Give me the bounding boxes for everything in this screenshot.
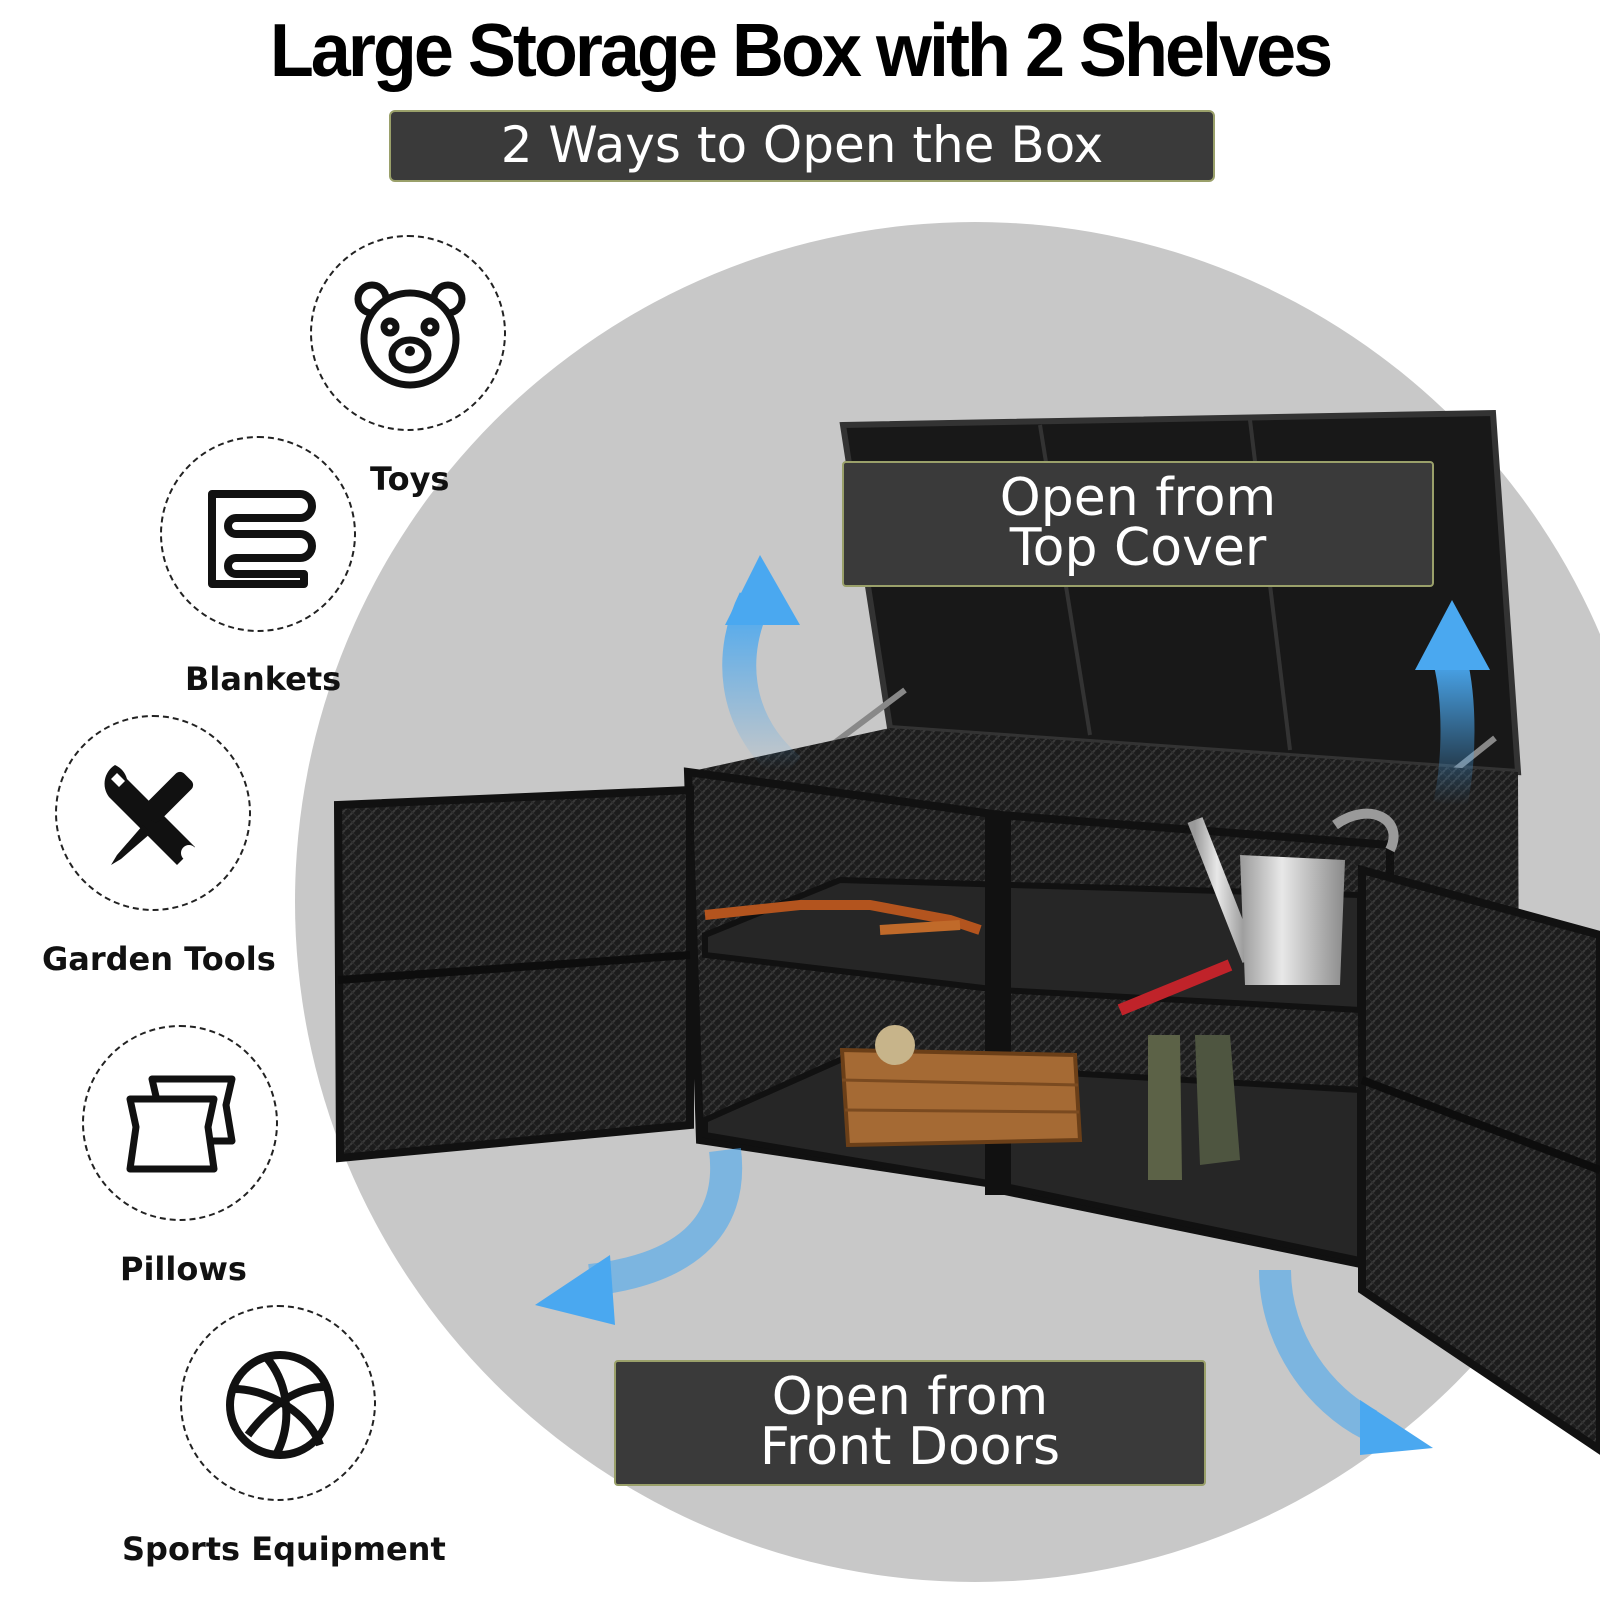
blankets-icon-circle: [160, 436, 356, 632]
ball-icon: [226, 1351, 334, 1459]
folded-blanket-icon: [208, 490, 316, 588]
callout-top-line1: Open from: [999, 468, 1277, 528]
callout-top-line2: Top Cover: [1009, 518, 1267, 578]
blankets-label: Blankets: [185, 660, 342, 698]
toys-icon-circle: [310, 235, 506, 431]
callout-front-line2: Front Doors: [759, 1417, 1061, 1477]
open-direction-arrows: [535, 555, 1490, 1455]
pillows-icon-circle: [82, 1025, 278, 1221]
garden-tools-label: Garden Tools: [42, 940, 276, 978]
pillows-icon: [126, 1075, 236, 1173]
toys-label: Toys: [370, 460, 450, 498]
callout-top-cover: Open from Top Cover: [842, 461, 1434, 587]
garden-tools-icon-circle: [55, 715, 251, 911]
page-title: Large Storage Box with 2 Shelves: [269, 9, 1333, 94]
right-door: [1358, 864, 1600, 1455]
callout-front-doors: Open from Front Doors: [614, 1360, 1206, 1486]
sports-equipment-icon-circle: [180, 1305, 376, 1501]
pillows-label: Pillows: [120, 1250, 247, 1288]
subtitle-banner: 2 Ways to Open the Box: [389, 110, 1215, 182]
teddy-bear-icon: [354, 281, 466, 389]
garden-items: [704, 808, 1399, 1180]
sports-equipment-label: Sports Equipment: [122, 1530, 446, 1568]
wrench-screwdriver-icon: [104, 765, 197, 865]
left-door: [333, 785, 694, 1163]
callout-front-line1: Open from: [771, 1367, 1049, 1427]
